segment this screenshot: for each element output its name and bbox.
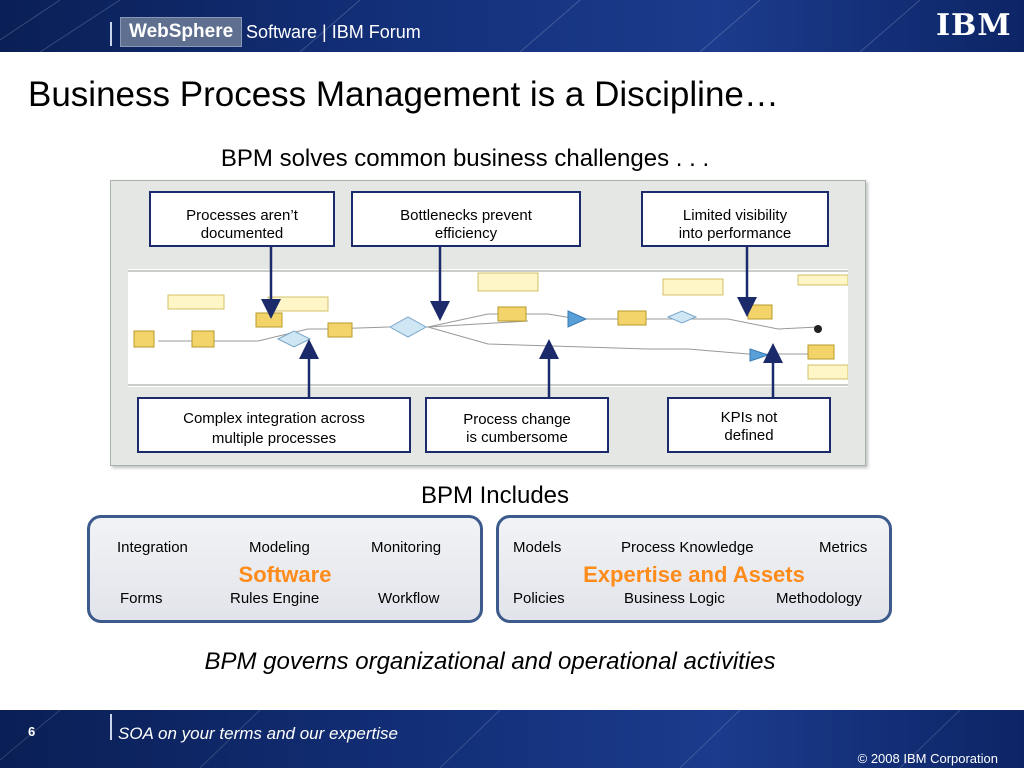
challenge-line: Processes aren’t [186, 207, 298, 224]
expertise-item: Models [513, 539, 562, 556]
challenge-box-undocumented: Processes aren’t documented [149, 191, 335, 247]
process-flow-diagram [128, 270, 849, 386]
challenge-box-bottlenecks: Bottlenecks prevent efficiency [351, 191, 581, 247]
ibm-logo-text: IBM [936, 8, 1012, 43]
expertise-item: Policies [513, 590, 565, 607]
software-label: Software [238, 562, 332, 587]
bpm-includes-heading: BPM Includes [420, 482, 570, 509]
footer-bar: 6 SOA on your terms and our expertise © … [0, 710, 1024, 768]
copyright: © 2008 IBM Corporation [857, 751, 998, 766]
challenge-connectors [261, 247, 783, 397]
expertise-card: Models Process Knowledge Metrics Experti… [496, 515, 892, 623]
challenge-line: defined [724, 427, 774, 444]
challenge-box-process-change: Process change is cumbersome [425, 397, 609, 453]
header-bar: WebSphere Software | IBM Forum IBM [0, 0, 1024, 52]
challenge-line: Complex integration across [183, 410, 365, 427]
process-diagram-panel: Processes aren’t documented Bottlenecks … [110, 180, 866, 466]
challenge-line: documented [200, 225, 284, 242]
footer-divider [110, 714, 112, 740]
software-item: Forms [120, 590, 163, 607]
websphere-logo: WebSphere [120, 17, 243, 47]
expertise-item: Methodology [776, 590, 862, 607]
footer-tagline: SOA on your terms and our expertise [118, 724, 399, 743]
software-item: Rules Engine [230, 590, 320, 607]
header-divider [110, 22, 112, 46]
challenge-line: Bottlenecks prevent [400, 207, 532, 224]
challenge-box-visibility: Limited visibility into performance [641, 191, 829, 247]
challenge-line: into performance [678, 225, 792, 242]
software-item: Modeling [249, 539, 310, 556]
software-card: Integration Modeling Monitoring Software… [87, 515, 483, 623]
challenge-line: Limited visibility [682, 207, 788, 224]
challenge-line: multiple processes [211, 430, 337, 447]
page-number: 6 [28, 724, 36, 739]
challenge-box-kpis: KPIs not defined [667, 397, 831, 453]
software-item: Workflow [378, 590, 440, 607]
software-item: Monitoring [371, 539, 442, 556]
software-item: Integration [117, 539, 188, 556]
challenge-line: efficiency [434, 225, 498, 242]
expertise-item: Business Logic [624, 590, 725, 607]
challenge-line: Process change [463, 411, 571, 428]
challenge-line: is cumbersome [466, 429, 568, 446]
challenge-line: KPIs not [720, 409, 778, 426]
ibm-logo: IBM [936, 8, 1012, 43]
header-decoration [0, 0, 921, 52]
expertise-label: Expertise and Assets [583, 562, 805, 587]
expertise-item: Process Knowledge [621, 539, 754, 556]
footer-decoration [0, 710, 961, 768]
header-subtitle: Software | IBM Forum [246, 22, 421, 42]
slide-title: Business Process Management is a Discipl… [28, 75, 779, 114]
governs-statement: BPM governs organizational and operation… [204, 648, 776, 675]
slide-subtitle: BPM solves common business challenges . … [220, 145, 710, 172]
process-flow-image [128, 269, 849, 387]
expertise-item: Metrics [819, 539, 868, 556]
challenge-box-integration: Complex integration across multiple proc… [137, 397, 411, 453]
